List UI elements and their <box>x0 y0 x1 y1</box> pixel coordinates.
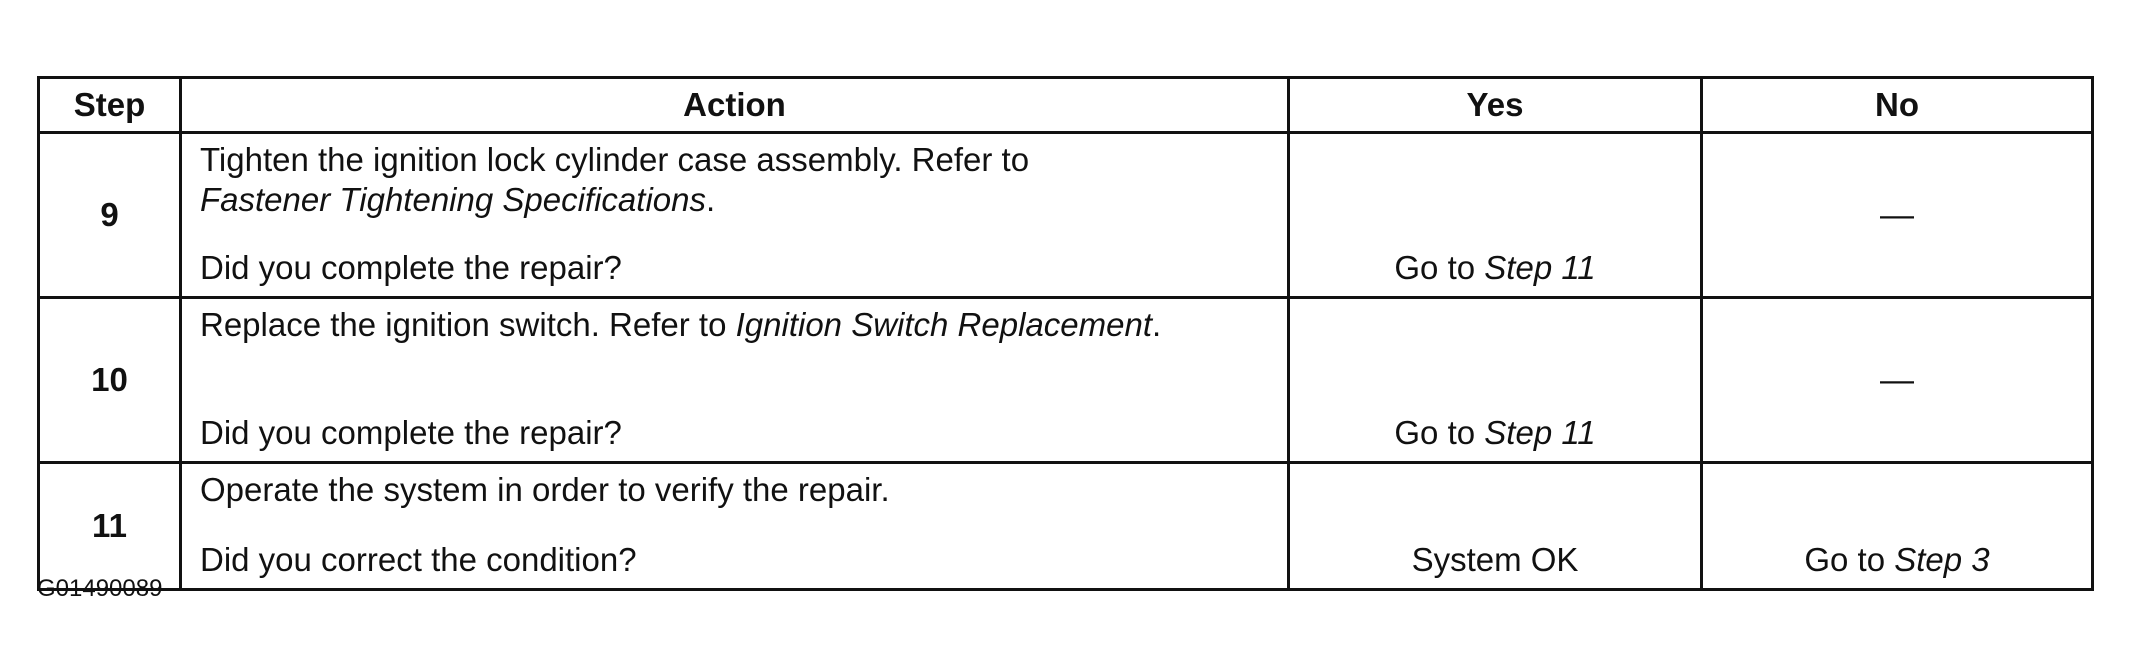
yes-cell: Go to Step 11 <box>1287 131 1703 299</box>
reference-link: Ignition Switch Replacement <box>735 306 1152 343</box>
no-cell: — <box>1700 131 2094 299</box>
action-cell: Operate the system in order to verify th… <box>179 461 1290 591</box>
header-yes: Yes <box>1287 76 1703 134</box>
diagnostic-table-container: Step Action Yes No 9 Tighten the ignitio… <box>37 76 2094 591</box>
yes-step-ref: Step 11 <box>1484 414 1596 451</box>
question-text: Did you complete the repair? <box>200 249 622 286</box>
yes-prefix: Go to <box>1394 414 1485 451</box>
yes-cell: Go to Step 11 <box>1287 296 1703 464</box>
no-prefix: Go to <box>1804 541 1895 578</box>
yes-step-ref: Step 11 <box>1484 249 1596 286</box>
action-cell: Replace the ignition switch. Refer to Ig… <box>179 296 1290 464</box>
figure-id: G01490089 <box>37 575 163 602</box>
instruction-suffix: . <box>1152 306 1162 343</box>
no-cell: Go to Step 3 <box>1700 461 2094 591</box>
header-action: Action <box>179 76 1290 134</box>
table-row: 10 Replace the ignition switch. Refer to… <box>37 296 2094 464</box>
no-cell: — <box>1700 296 2094 464</box>
yes-cell: System OK <box>1287 461 1703 591</box>
table-row: 11 Operate the system in order to verify… <box>37 461 2094 591</box>
action-cell: Tighten the ignition lock cylinder case … <box>179 131 1290 299</box>
yes-prefix: Go to <box>1394 249 1485 286</box>
reference-link: Fastener Tightening Specifications <box>200 181 706 218</box>
no-dash: — <box>1880 196 1914 234</box>
step-number: 11 <box>37 461 182 591</box>
instruction-text: Tighten the ignition lock cylinder case … <box>200 140 1269 220</box>
header-row: Step Action Yes No <box>37 76 2094 134</box>
step-number: 10 <box>37 296 182 464</box>
instruction-text: Replace the ignition switch. Refer to Ig… <box>200 305 1269 345</box>
instruction-prefix: Tighten the ignition lock cylinder case … <box>200 141 1030 178</box>
question-text: Did you correct the condition? <box>200 541 637 578</box>
instruction-prefix: Replace the ignition switch. Refer to <box>200 306 736 343</box>
step-number: 9 <box>37 131 182 299</box>
instruction-suffix: . <box>706 181 716 218</box>
diagnostic-step-table: Step Action Yes No 9 Tighten the ignitio… <box>37 76 2094 591</box>
instruction-text: Operate the system in order to verify th… <box>200 471 890 508</box>
header-step: Step <box>37 76 182 134</box>
no-dash: — <box>1880 361 1914 399</box>
no-step-ref: Step 3 <box>1894 541 1990 578</box>
header-no: No <box>1700 76 2094 134</box>
table-row: 9 Tighten the ignition lock cylinder cas… <box>37 131 2094 299</box>
question-text: Did you complete the repair? <box>200 414 622 451</box>
